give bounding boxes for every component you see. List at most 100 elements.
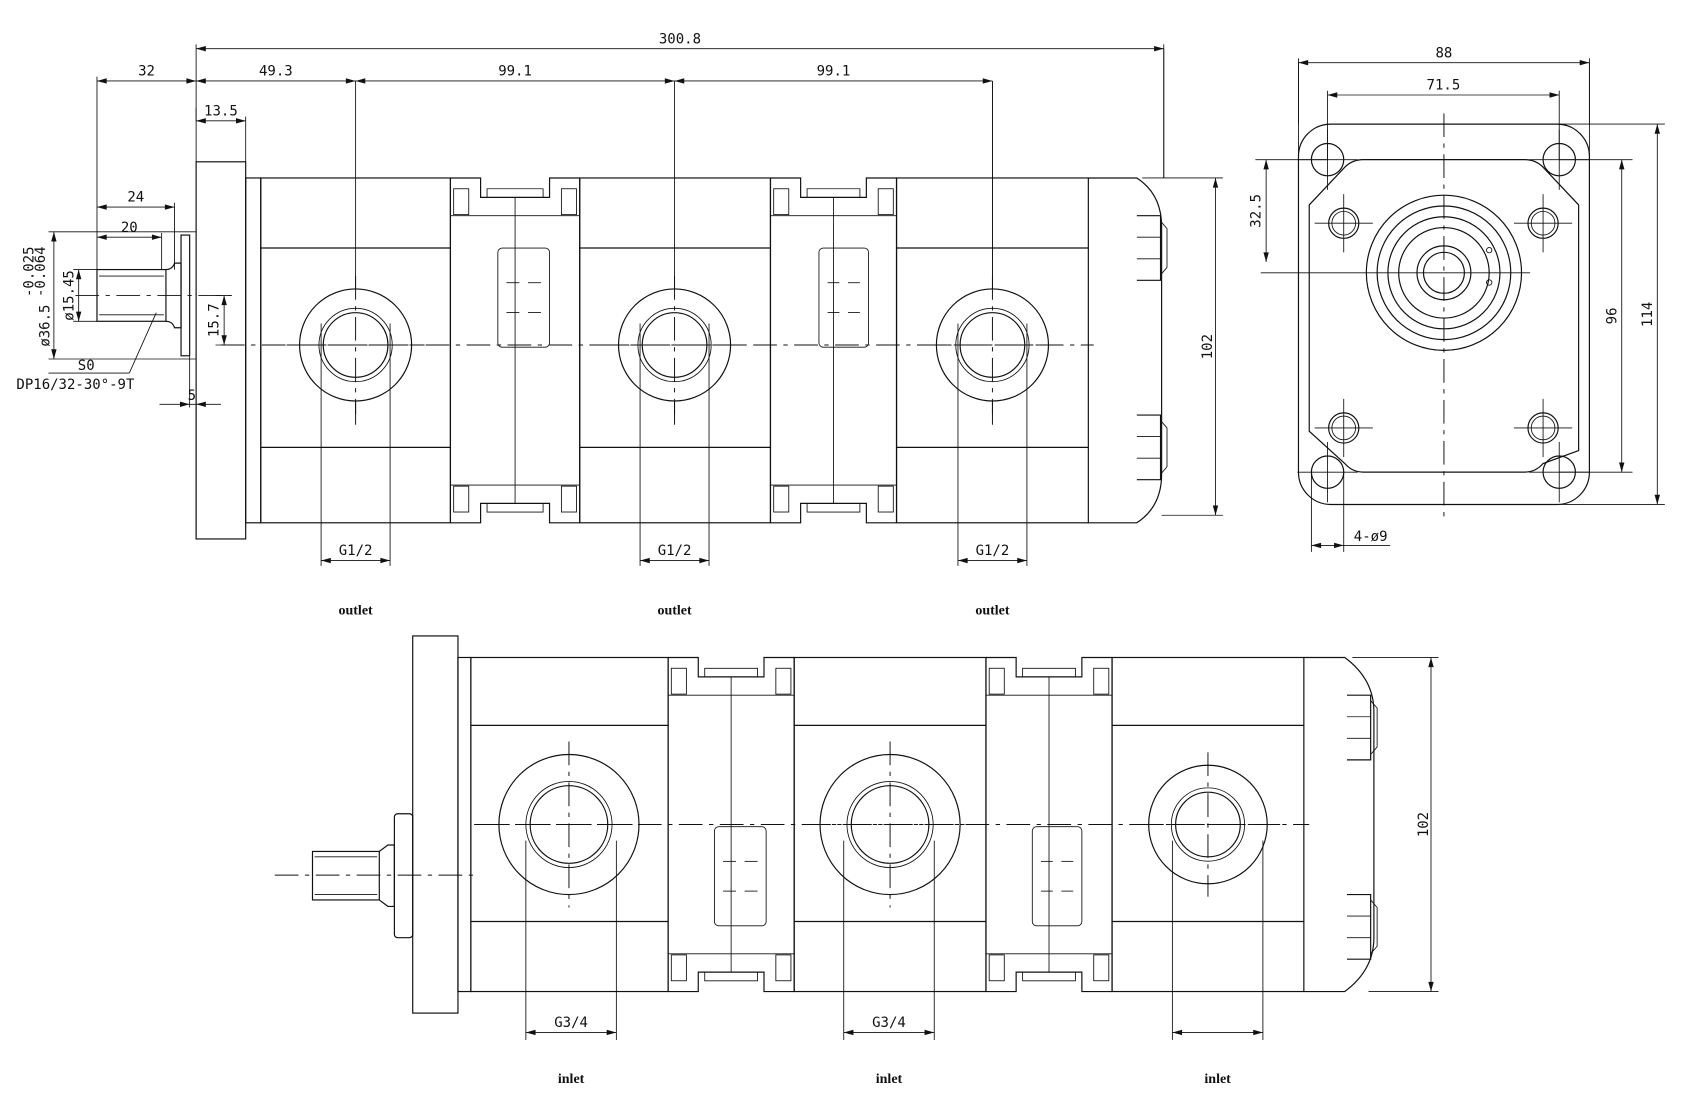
dimension-arrow: [96, 78, 107, 84]
seal-block: [453, 188, 470, 216]
dimension-arrow: [1017, 557, 1027, 564]
bolt-top: [1346, 694, 1372, 761]
dimension-arrow: [525, 1029, 536, 1036]
dimension-arrow: [843, 1029, 854, 1036]
port-label-inlet-3: inlet: [1204, 1072, 1231, 1087]
dimension-arrow: [1263, 252, 1269, 263]
dim-flange-to-port1: 49.3: [259, 64, 293, 80]
dimension-arrow: [235, 118, 246, 124]
flange-step: [245, 177, 262, 524]
dimension-arrow: [186, 78, 197, 84]
bolt-top: [1136, 215, 1162, 281]
dimension-arrow: [1212, 505, 1219, 516]
bolt-head: [1160, 220, 1168, 276]
dimension-arrow: [1253, 1029, 1263, 1036]
port-size-2: G1/2: [658, 543, 692, 559]
end-cover: [1088, 177, 1163, 524]
seal-block: [560, 485, 577, 513]
seal-block: [775, 667, 792, 695]
port-size-2: G3/4: [872, 1015, 906, 1031]
dim-spline-20: 20: [121, 220, 138, 236]
coupling-notch-bottom: [668, 971, 795, 993]
pilot: [393, 813, 414, 939]
coupling-notch-top: [668, 656, 795, 678]
seal-block: [1093, 954, 1110, 982]
dimension-arrow: [640, 557, 650, 564]
port-label-outlet-3: outlet: [975, 603, 1010, 618]
coupling-notch-bottom-inner: [806, 503, 861, 513]
dimension-arrow: [345, 78, 356, 84]
seal-block: [453, 485, 470, 513]
port-size-3: G1/2: [976, 543, 1010, 559]
seal-block: [988, 667, 1005, 695]
dimension-arrow: [1172, 1029, 1183, 1036]
coupling-notch-top: [985, 656, 1113, 678]
seal-block: [877, 485, 894, 513]
mounting-flange: [412, 635, 459, 1014]
dimension-arrow: [1619, 159, 1625, 170]
dim-bolt-spacing-v: 96: [1604, 307, 1620, 324]
dim-shaft-extension: 32: [138, 64, 155, 80]
dimension-arrow: [1428, 657, 1434, 668]
dim-shaft-offset: 15.7: [207, 303, 223, 337]
spline-spec: DP16/32-30°-9T: [16, 377, 135, 393]
coupling-notch-bottom-inner: [486, 503, 544, 513]
dimension-arrow: [1549, 92, 1560, 98]
flange-step: [457, 656, 472, 993]
bolt-bottom: [1136, 414, 1162, 481]
dimension-arrow: [1619, 462, 1625, 473]
bolt-head: [1160, 420, 1168, 475]
dimension-arrow: [1334, 542, 1344, 549]
coupling-notch-top: [770, 177, 897, 198]
dim-center-height: 32.5: [1249, 194, 1265, 228]
dimension-arrow: [1327, 92, 1338, 98]
dim-port2-to-port3: 99.1: [817, 64, 851, 80]
dimension-arrow: [221, 295, 227, 306]
port-size-1: G3/4: [554, 1015, 588, 1031]
dim-flange-thickness: 13.5: [204, 103, 238, 119]
dimension-arrow: [96, 234, 107, 240]
coupling-notch-bottom: [985, 971, 1113, 993]
coupling-notch-top: [450, 177, 580, 198]
inlet-port-3: [1135, 752, 1281, 897]
dim-pilot-depth: 5: [188, 388, 196, 404]
dimension-arrow: [196, 118, 206, 124]
pilot-plate: [1308, 159, 1580, 473]
dimension-arrow: [699, 557, 710, 564]
pin: [1486, 247, 1493, 254]
port-thread: [1170, 787, 1246, 862]
shaft-collar: [378, 844, 395, 907]
dimension-arrow: [321, 557, 331, 564]
coupling-notch-top-inner: [704, 667, 758, 677]
dimension-arrow: [664, 78, 675, 84]
dimension-arrow: [982, 78, 993, 84]
dimension-arrow: [196, 45, 206, 52]
seal-block: [773, 485, 790, 513]
spline-code: S0: [78, 358, 95, 374]
dim-overall-length: 300.8: [659, 31, 701, 47]
drive-shaft: [311, 850, 380, 901]
port-label-inlet-1: inlet: [558, 1072, 585, 1087]
inlet-port-1: [485, 741, 652, 908]
dimension-arrow: [51, 231, 57, 242]
nameplate: [497, 247, 550, 348]
port-size-1: G1/2: [339, 543, 373, 559]
dim-flange-height: 114: [1640, 302, 1656, 327]
dimension-arrow: [957, 557, 968, 564]
pilot-tolerance-upper: -0.025: [21, 246, 37, 297]
dimension-arrow: [75, 311, 82, 322]
inlet-port-2: [807, 741, 974, 908]
pin: [1486, 279, 1493, 286]
seal-block: [877, 188, 894, 216]
dimension-arrow: [924, 1029, 935, 1036]
dimension-arrow: [380, 557, 391, 564]
dim-height: 102: [1200, 334, 1216, 359]
dimension-arrow: [1311, 542, 1322, 549]
coupling-notch-top-inner: [486, 188, 544, 198]
dimension-arrow: [1298, 59, 1309, 66]
dimension-arrow: [196, 78, 206, 84]
coupling-notch-top-inner: [806, 188, 861, 198]
